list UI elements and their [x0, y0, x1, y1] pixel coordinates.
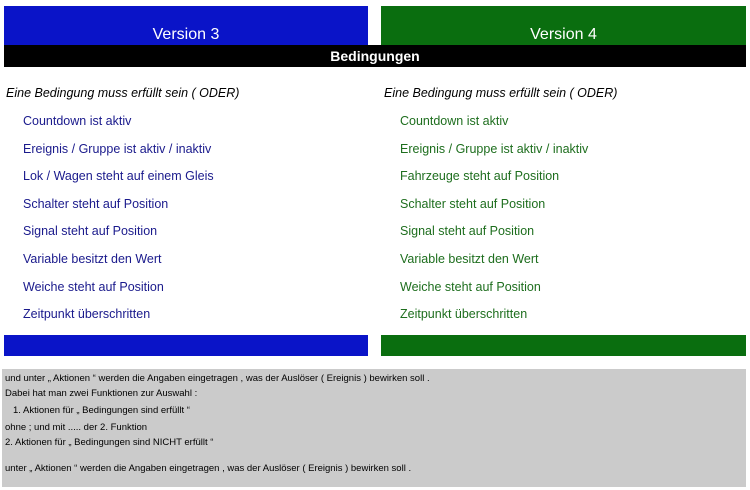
notes-panel: und unter „ Aktionen “ werden die Angabe…: [2, 369, 746, 487]
version-4-footer-bar: [381, 335, 746, 356]
version-4-title: Version 4: [530, 26, 597, 43]
note-line: ohne ; und mit ..... der 2. Funktion: [5, 422, 148, 433]
section-title: Bedingungen: [330, 48, 420, 64]
condition-item: Weiche steht auf Position: [23, 279, 164, 294]
note-line: und unter „ Aktionen “ werden die Angabe…: [5, 373, 430, 384]
condition-item: Ereignis / Gruppe ist aktiv / inaktiv: [400, 141, 589, 156]
version-3-intro: Eine Bedingung muss erfüllt sein ( ODER): [6, 86, 240, 100]
version-3-header: Version 3: [4, 6, 368, 45]
condition-item: Lok / Wagen steht auf einem Gleis: [23, 169, 214, 184]
condition-item: Variable besitzt den Wert: [23, 251, 162, 266]
condition-item: Schalter steht auf Position: [23, 196, 169, 211]
version-3-conditions-list: Countdown ist aktiv Ereignis / Gruppe is…: [6, 108, 366, 329]
condition-item: Signal steht auf Position: [23, 224, 158, 239]
version-4-conditions-list: Countdown ist aktiv Ereignis / Gruppe is…: [384, 108, 744, 329]
note-line: unter „ Aktionen “ werden die Angaben ei…: [5, 463, 412, 474]
condition-item: Variable besitzt den Wert: [400, 251, 539, 266]
note-line: 1. Aktionen für „ Bedingungen sind erfül…: [13, 405, 190, 416]
version-3-footer-bar: [4, 335, 368, 356]
note-line: 2. Aktionen für „ Bedingungen sind NICHT…: [5, 437, 214, 448]
section-title-bar: Bedingungen: [4, 45, 746, 67]
version-4-intro: Eine Bedingung muss erfüllt sein ( ODER): [384, 86, 618, 100]
version-3-column: Eine Bedingung muss erfüllt sein ( ODER)…: [6, 83, 366, 329]
condition-item: Signal steht auf Position: [400, 224, 535, 239]
version-4-column: Eine Bedingung muss erfüllt sein ( ODER)…: [384, 83, 744, 329]
condition-item: Countdown ist aktiv: [400, 114, 509, 128]
note-line: Dabei hat man zwei Funktionen zur Auswah…: [5, 388, 198, 399]
condition-item: Schalter steht auf Position: [400, 196, 546, 211]
condition-item: Weiche steht auf Position: [400, 279, 541, 294]
condition-item: Zeitpunkt überschritten: [400, 307, 528, 322]
condition-item: Zeitpunkt überschritten: [23, 307, 151, 322]
condition-item: Countdown ist aktiv: [23, 114, 132, 128]
condition-item: Fahrzeuge steht auf Position: [400, 169, 560, 184]
version-3-title: Version 3: [152, 26, 220, 43]
version-4-header: Version 4: [381, 6, 746, 45]
condition-item: Ereignis / Gruppe ist aktiv / inaktiv: [23, 141, 212, 156]
